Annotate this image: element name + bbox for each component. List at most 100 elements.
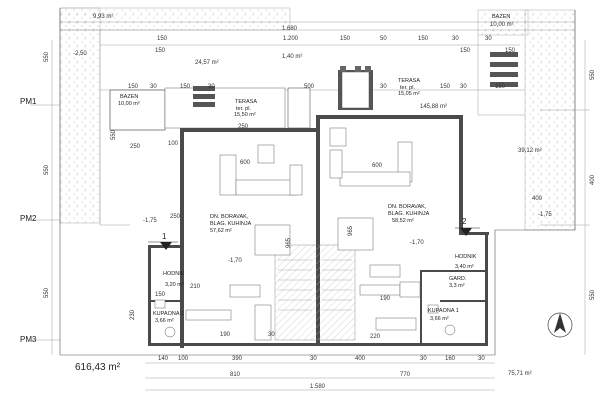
svg-text:965: 965 — [348, 225, 354, 236]
level-left-mid: -1,75 — [143, 218, 157, 224]
svg-text:550: 550 — [44, 164, 50, 175]
room-hodnik-left-name: HODNIK — [163, 271, 185, 277]
svg-text:400: 400 — [532, 196, 543, 202]
svg-text:965: 965 — [286, 237, 292, 248]
right-living-furniture — [329, 127, 421, 331]
area-terasa-right-big: 145,88 m² — [420, 104, 447, 110]
svg-text:30: 30 — [208, 84, 215, 90]
room-terasa-right-sub: ter. pl. — [400, 85, 415, 91]
room-boravak-left-area: 57,62 m² — [210, 228, 232, 234]
svg-text:230: 230 — [130, 309, 136, 320]
svg-text:30: 30 — [150, 84, 157, 90]
svg-text:150: 150 — [180, 84, 191, 90]
svg-text:30: 30 — [380, 84, 387, 90]
right-dimensions: 550 400 550 — [590, 69, 596, 300]
room-boravak-right-name2: BLAG. KUHINJA — [388, 211, 430, 217]
svg-text:390: 390 — [232, 356, 243, 362]
bottom-dimensions: 140 100 390 30 400 30 160 30 810 770 1.5… — [158, 356, 485, 390]
room-hodnik-left-area: 3,20 m² — [165, 282, 184, 288]
left-garden-area — [59, 7, 101, 224]
total-area: 616,43 m² — [75, 362, 121, 373]
room-boravak-right-name: DN. BORAVAK, — [388, 204, 427, 210]
svg-text:30: 30 — [460, 84, 467, 90]
room-kupaona-right-name: KUPAONA 1 — [428, 308, 459, 314]
bathroom-fixtures — [154, 299, 456, 338]
svg-text:150: 150 — [505, 48, 516, 54]
svg-text:550: 550 — [590, 289, 596, 300]
right-upper-garden — [477, 9, 529, 36]
room-hodnik-right-area: 3,40 m² — [455, 264, 474, 270]
room-kupaona-left-area: 3,66 m² — [155, 318, 174, 324]
svg-text:30: 30 — [478, 356, 485, 362]
room-gard-area: 3,3 m² — [449, 283, 465, 289]
svg-text:30: 30 — [452, 36, 459, 42]
room-gard-name: GARD. — [449, 276, 467, 282]
room-boravak-right-area: 58,52 m² — [392, 218, 414, 224]
building-walls — [148, 115, 489, 348]
right-lounger-group — [490, 52, 518, 87]
room-bazen-name: BAZEN — [120, 94, 138, 100]
left-living-furniture — [185, 144, 303, 341]
svg-text:30: 30 — [485, 36, 492, 42]
room-hodnik-right-name: HODNIK — [455, 254, 477, 260]
room-boravak-right-level: -1,70 — [410, 240, 424, 246]
right-garden-area — [524, 9, 576, 231]
svg-text:150: 150 — [418, 36, 429, 42]
left-terrace-outline — [99, 30, 130, 226]
svg-text:150: 150 — [155, 48, 166, 54]
svg-text:550: 550 — [111, 129, 117, 140]
top-right-label: BAZEN — [492, 14, 510, 20]
svg-text:770: 770 — [400, 372, 411, 378]
top-dimensions: 150 1.200 1,40 m² 150 50 150 30 150 30 1… — [155, 26, 516, 60]
north-arrow-icon — [547, 312, 573, 338]
room-terasa-left-name: TERASA — [235, 99, 257, 105]
svg-text:150: 150 — [495, 84, 506, 90]
central-stair — [274, 244, 356, 341]
svg-text:190: 190 — [380, 296, 391, 302]
svg-text:550: 550 — [590, 69, 596, 80]
svg-text:150: 150 — [157, 36, 168, 42]
svg-text:250: 250 — [238, 124, 249, 130]
room-terasa-left-area: 15,50 m² — [234, 112, 256, 118]
svg-text:600: 600 — [372, 163, 383, 169]
svg-text:550: 550 — [44, 51, 50, 62]
row2-dimensions: 150 30 150 30 500 30 150 30 150 — [128, 84, 506, 90]
section-marker-2 — [455, 227, 480, 236]
svg-text:150: 150 — [460, 48, 471, 54]
level-left-top: -2,50 — [73, 51, 87, 57]
room-boravak-left-level: -1,70 — [228, 258, 242, 264]
svg-text:400: 400 — [590, 174, 596, 185]
top-right-area: 10,00 m² — [490, 22, 514, 28]
room-kupaona-left-name: KUPAONA 1 — [153, 311, 184, 317]
svg-text:250: 250 — [130, 144, 141, 150]
svg-text:250: 250 — [170, 214, 181, 220]
inner-dimensions: 600 600 250 250 250 100 190 190 965 965 … — [130, 124, 543, 340]
marker-2: 2 — [462, 217, 467, 226]
section-marker-1 — [148, 241, 178, 250]
room-terasa-right-area: 15,05 m² — [398, 91, 420, 97]
svg-text:150: 150 — [128, 84, 139, 90]
left-pool — [109, 89, 166, 131]
room-terasa-right-name: TERASA — [398, 78, 420, 84]
svg-text:500: 500 — [304, 84, 315, 90]
svg-text:160: 160 — [445, 356, 456, 362]
area-bottom-right: 75,71 m² — [508, 371, 532, 377]
room-boravak-left-name: DN. BORAVAK, — [210, 214, 249, 220]
svg-text:100: 100 — [168, 141, 179, 147]
svg-text:1.200: 1.200 — [283, 36, 299, 42]
svg-text:150: 150 — [155, 292, 166, 298]
svg-text:150: 150 — [340, 36, 351, 42]
marker-1: 1 — [162, 232, 167, 241]
area-right-side: 39,12 m² — [518, 148, 542, 154]
svg-text:220: 220 — [370, 334, 381, 340]
svg-text:550: 550 — [44, 287, 50, 298]
left-terrace — [164, 87, 286, 129]
pm2-label: PM2 — [20, 214, 37, 223]
pm1-label: PM1 — [20, 97, 37, 106]
svg-text:1.680: 1.680 — [282, 26, 298, 32]
room-boravak-left-name2: BLAG. KUHINJA — [210, 221, 252, 227]
svg-text:600: 600 — [240, 160, 251, 166]
svg-text:30: 30 — [310, 356, 317, 362]
left-lounger-group — [193, 86, 215, 107]
